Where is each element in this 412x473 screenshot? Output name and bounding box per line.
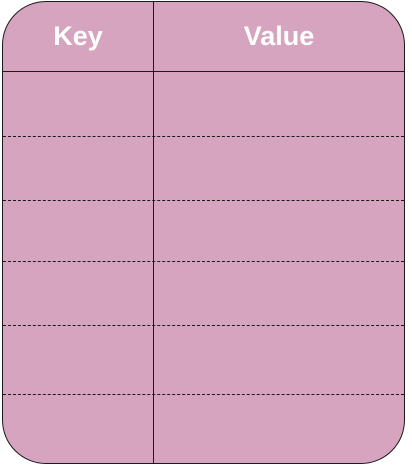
row-divider xyxy=(3,325,404,326)
row-divider xyxy=(3,136,404,137)
key-column-header: Key xyxy=(53,21,103,51)
value-column-header: Value xyxy=(243,21,315,51)
row-divider xyxy=(3,394,404,395)
header-divider xyxy=(3,71,404,72)
row-divider xyxy=(3,261,404,262)
row-divider xyxy=(3,200,404,201)
column-divider xyxy=(153,2,154,463)
key-value-table: Key Value xyxy=(2,1,405,464)
